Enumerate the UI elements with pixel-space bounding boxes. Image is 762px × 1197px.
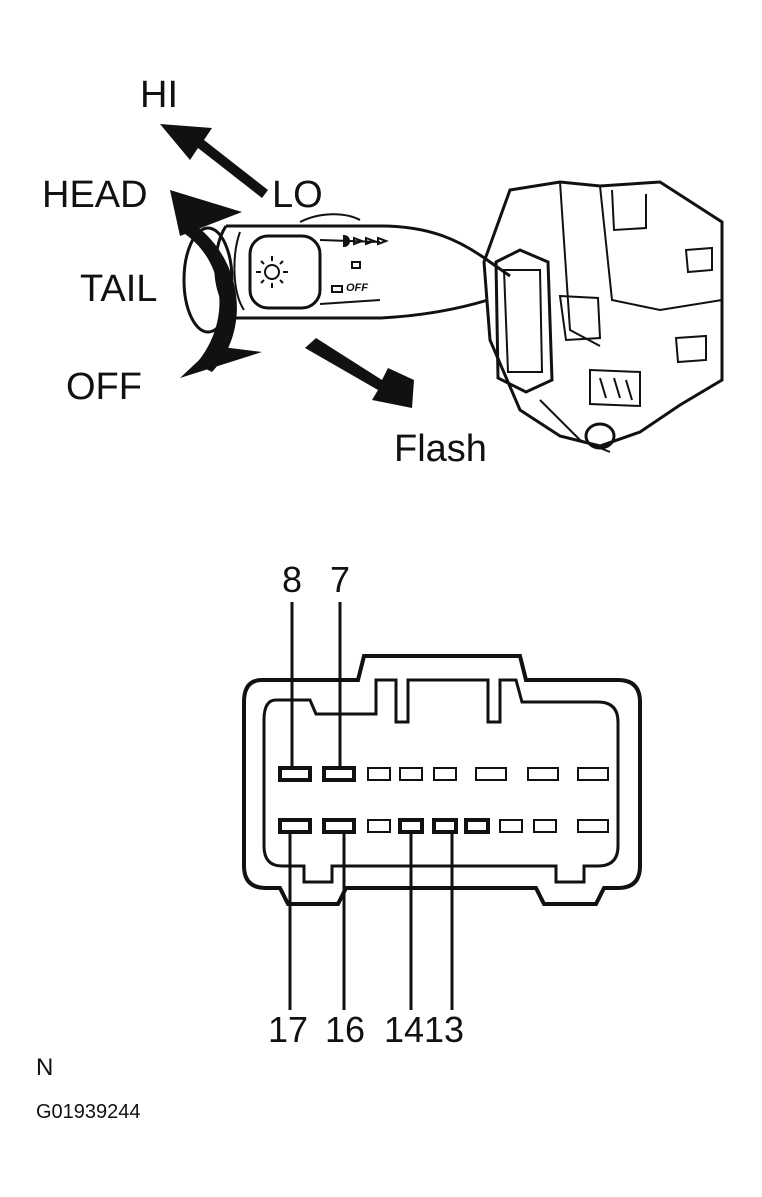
cavity-l8	[533, 819, 557, 833]
cavity-u8	[577, 767, 609, 781]
label-off: OFF	[66, 366, 142, 408]
cavity-u5	[433, 767, 457, 781]
cavity-row-upper	[278, 766, 609, 782]
cavity-13	[432, 818, 458, 834]
pin-label-7: 7	[330, 559, 351, 600]
lever-off-marking: OFF	[346, 282, 368, 294]
leader-lines	[288, 602, 454, 1010]
beam-indicator-icon	[331, 234, 389, 293]
cavity-u7	[527, 767, 559, 781]
cavity-7	[322, 766, 356, 782]
cavity-l7	[499, 819, 523, 833]
figure-code: G01939244	[36, 1101, 141, 1123]
headlight-symbol-icon	[256, 256, 288, 288]
rotation-arrow	[170, 190, 262, 378]
cavity-l3	[367, 819, 391, 833]
cavity-17	[278, 818, 312, 834]
pin-label-14: 14	[384, 1009, 425, 1050]
pin-label-17: 17	[268, 1009, 309, 1050]
note-label: N	[36, 1054, 54, 1081]
label-head: HEAD	[42, 174, 148, 216]
pin-label-8: 8	[282, 559, 303, 600]
label-hi: HI	[140, 74, 178, 116]
cavity-u4	[399, 767, 423, 781]
label-lo: LO	[272, 174, 323, 216]
label-flash: Flash	[394, 428, 487, 470]
pin-label-13: 13	[424, 1009, 465, 1050]
cavity-8	[278, 766, 312, 782]
cavity-14	[398, 818, 424, 834]
pin-label-16: 16	[325, 1009, 366, 1050]
hi-lo-arrow	[160, 124, 268, 198]
cavity-u3	[367, 767, 391, 781]
flash-arrow	[305, 338, 414, 408]
cavity-row-lower	[278, 818, 609, 834]
cavity-u6	[475, 767, 507, 781]
switch-body	[482, 180, 724, 453]
connector-housing	[242, 654, 642, 906]
cavity-l6	[464, 818, 490, 834]
cavity-16	[322, 818, 356, 834]
label-tail: TAIL	[80, 268, 158, 310]
cavity-l9	[577, 819, 609, 833]
